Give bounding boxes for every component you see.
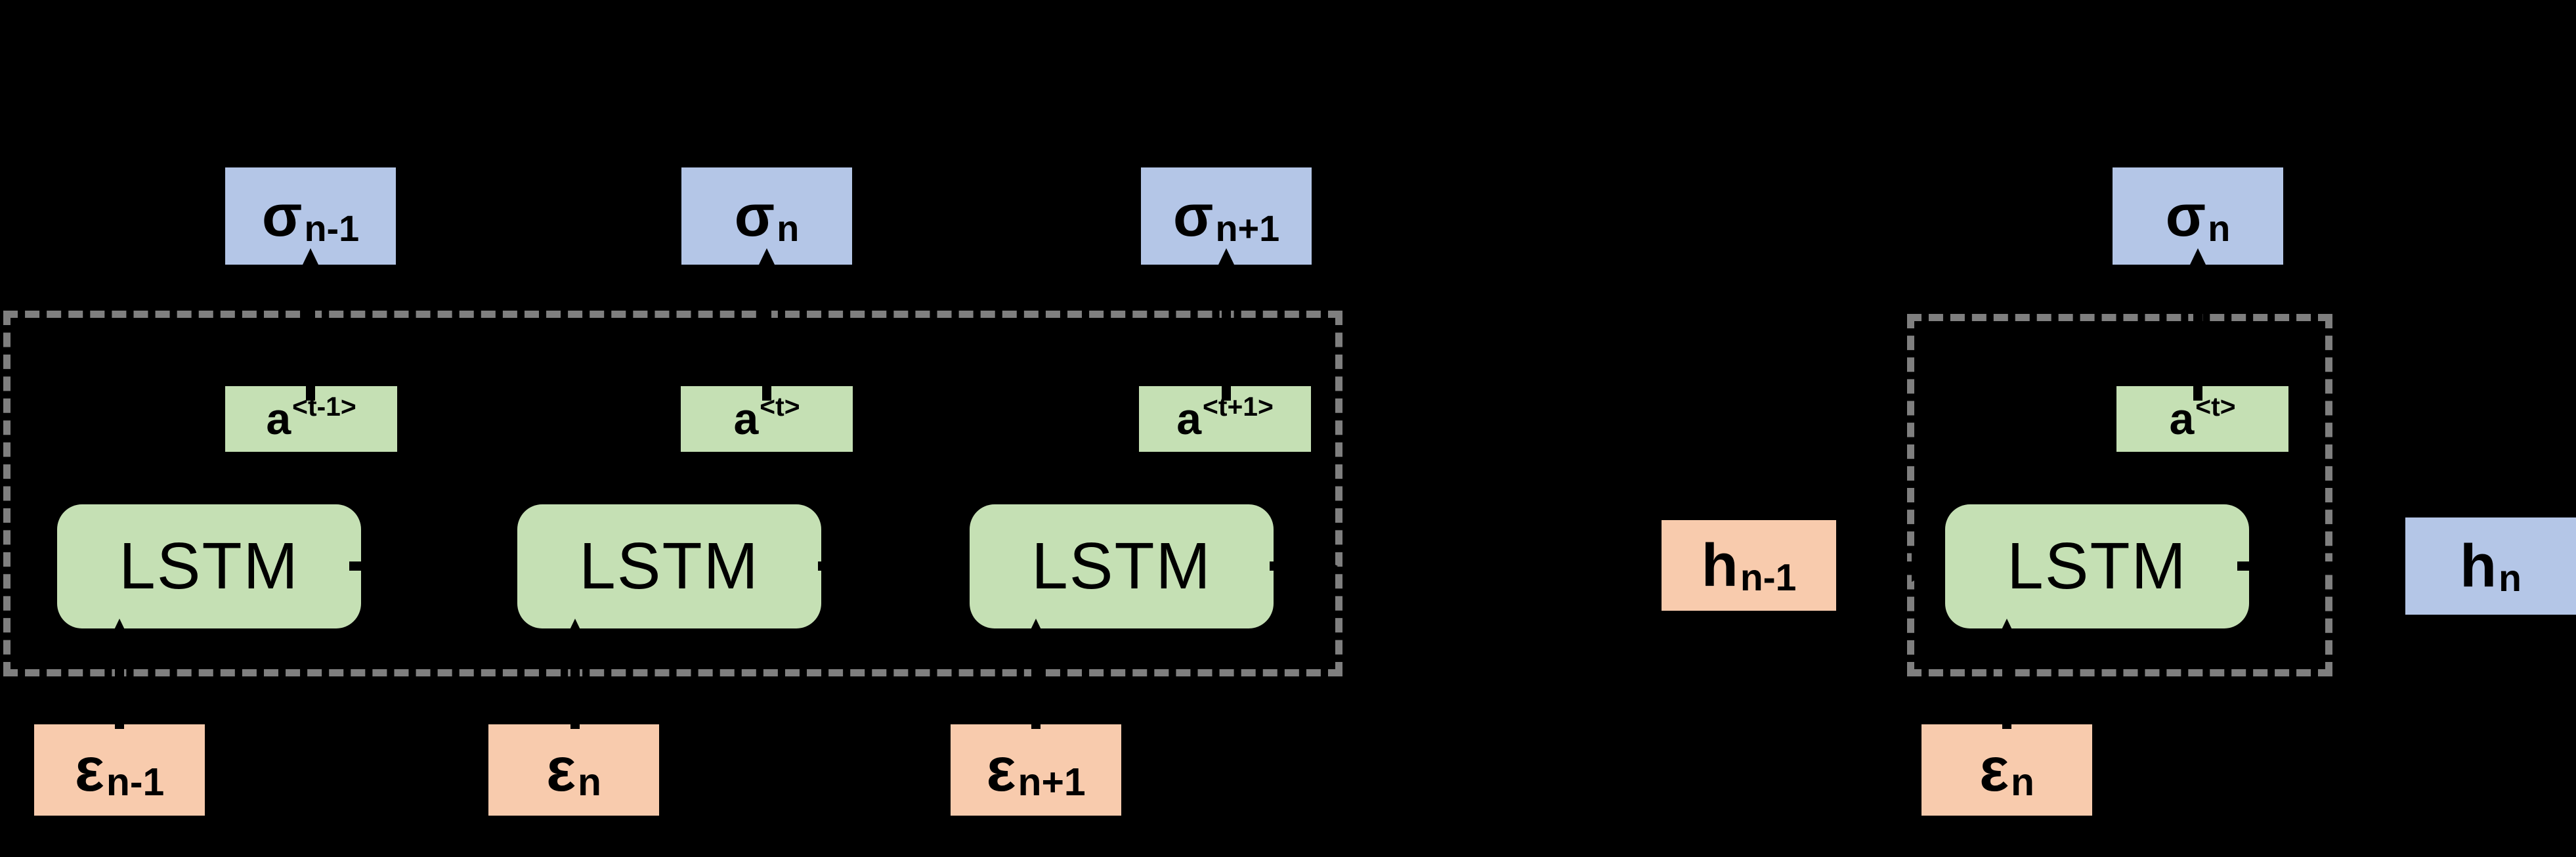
epsilon-n-label: ε xyxy=(546,735,576,804)
arrow-lstm4-to-hout xyxy=(2237,561,2372,571)
condensed-lstm-dashed-frame xyxy=(1907,314,2332,676)
arrowhead-eps3-to-lstm3 xyxy=(1020,619,1052,651)
activation-t-label: a xyxy=(733,394,759,444)
condensed-sigma-n-subscript: n xyxy=(2208,207,2231,249)
arrowhead-lstm4-to-hout xyxy=(2368,550,2399,582)
activation-t-plus-1-box: a<t+1> xyxy=(1139,386,1311,452)
lstm-cell-2: LSTM xyxy=(517,504,821,628)
arrowhead-lstm3-out xyxy=(1306,550,1338,582)
condensed-activation-t-label: a xyxy=(2169,394,2195,444)
condensed-activation-t-box: a<t> xyxy=(2116,386,2288,452)
arrow-eps1-to-lstm1 xyxy=(115,644,124,729)
sigma-n-plus-1-subscript: n+1 xyxy=(1215,207,1280,249)
arrowhead-a2-to-sigma2 xyxy=(751,248,783,281)
hidden-state-n-subscript: n xyxy=(2499,557,2522,600)
arrow-a1-to-sigma1 xyxy=(306,276,315,401)
arrowhead-eps1-to-lstm1 xyxy=(104,619,135,651)
arrow-eps4-to-lstm4 xyxy=(2002,644,2011,729)
condensed-epsilon-n-label: ε xyxy=(1979,735,2009,804)
arrow-eps2-to-lstm2 xyxy=(570,644,580,729)
unrolled-lstm-dashed-frame xyxy=(3,311,1342,676)
arrow-a2-to-sigma2 xyxy=(762,276,771,401)
arrow-lstm3-out xyxy=(1270,561,1309,571)
activation-t-minus-1-label: a xyxy=(266,394,291,444)
epsilon-n-minus-1-label: ε xyxy=(74,735,104,804)
lstm-cell-1-label: LSTM xyxy=(119,529,299,603)
sigma-n-label: σ xyxy=(734,183,775,249)
arrowhead-lstm2-to-lstm3 xyxy=(937,550,968,582)
activation-t-minus-1-superscript: <t-1> xyxy=(292,391,356,422)
condensed-lstm-cell-label: LSTM xyxy=(2007,529,2187,603)
sigma-n-minus-1-label: σ xyxy=(261,183,303,249)
epsilon-n-plus-1-label: ε xyxy=(986,735,1016,804)
hidden-state-n-minus-1-subscript: n-1 xyxy=(1740,556,1797,599)
arrow-a4-to-sigma4 xyxy=(2193,276,2202,401)
arrowhead-a4-to-sigma4 xyxy=(2182,248,2214,281)
arrowhead-a1-to-sigma1 xyxy=(295,248,326,281)
epsilon-n-plus-1-subscript: n+1 xyxy=(1018,761,1086,804)
hidden-state-n-minus-1-label: h xyxy=(1701,531,1738,599)
epsilon-n-minus-1-subscript: n-1 xyxy=(106,761,165,804)
sigma-n-minus-1-subscript: n-1 xyxy=(304,207,360,249)
arrow-hin-to-lstm4 xyxy=(1840,561,1916,571)
arrowhead-a3-to-sigma3 xyxy=(1211,248,1242,281)
hidden-state-n-label: h xyxy=(2459,532,2497,600)
arrowhead-lstm1-to-lstm2 xyxy=(483,550,515,582)
activation-t-plus-1-label: a xyxy=(1176,394,1202,444)
arrow-lstm1-to-lstm2 xyxy=(349,561,487,571)
arrow-eps3-to-lstm3 xyxy=(1031,644,1041,729)
lstm-cell-3: LSTM xyxy=(970,504,1274,628)
lstm-cell-3-label: LSTM xyxy=(1031,529,1212,603)
arrowhead-eps2-to-lstm2 xyxy=(559,619,591,651)
lstm-cell-2-label: LSTM xyxy=(579,529,760,603)
arrow-a3-to-sigma3 xyxy=(1222,276,1231,401)
sigma-n-subscript: n xyxy=(777,207,800,249)
condensed-epsilon-n-subscript: n xyxy=(2011,761,2035,804)
condensed-lstm-cell: LSTM xyxy=(1945,504,2249,628)
condensed-sigma-n-label: σ xyxy=(2165,183,2206,249)
arrow-lstm2-to-lstm3 xyxy=(818,561,939,571)
sigma-n-plus-1-label: σ xyxy=(1172,183,1214,249)
epsilon-n-subscript: n xyxy=(578,761,602,804)
arrowhead-hin-to-lstm4 xyxy=(1912,550,1943,582)
lstm-cell-1: LSTM xyxy=(57,504,361,628)
arrowhead-eps4-to-lstm4 xyxy=(1991,619,2023,651)
activation-t-plus-1-superscript: <t+1> xyxy=(1203,391,1274,422)
